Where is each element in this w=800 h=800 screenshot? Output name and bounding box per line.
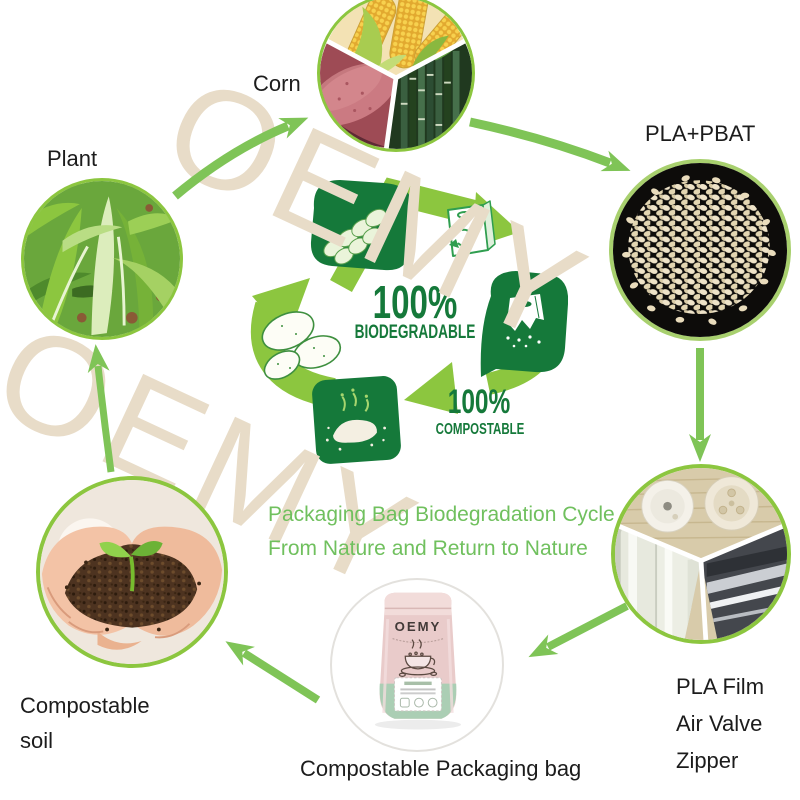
pellets-label: PLA+PBAT	[645, 121, 756, 146]
badge2-value: 100%	[448, 383, 511, 421]
film-label-line1: PLA Film	[676, 674, 765, 699]
soil-photo	[40, 480, 224, 664]
pouch-label	[394, 677, 442, 712]
plant-label: Plant	[47, 146, 98, 171]
pellets-photo-circle	[609, 159, 791, 341]
arrow-film-to-bag	[528, 602, 629, 658]
caption-line1: Packaging Bag Biodegradation Cycle	[268, 503, 615, 526]
arrow-bag-to-soil	[225, 641, 321, 704]
paper-bag-illustration	[447, 200, 496, 257]
film-label-line3: Zipper	[676, 748, 739, 773]
pouch-photo-circle: OEMY	[330, 578, 504, 752]
cycle-arrows	[250, 177, 567, 414]
film-label-line2: Air Valve	[676, 711, 763, 736]
corn-photo	[320, 0, 472, 149]
badge2-label: COMPOSTABLE	[436, 419, 525, 437]
soil-label: Compostable soil	[20, 688, 150, 758]
soil-photo-circle	[36, 476, 228, 668]
recycle-cycle-graphic: 100% BIODEGRADABLE 100% COMPOSTABLE	[250, 177, 568, 464]
arrow-corn-to-pellets	[469, 117, 631, 172]
film-photo-circle	[611, 464, 791, 644]
soil-label-line2: soil	[20, 728, 54, 753]
sprout-illustration	[99, 541, 163, 592]
coffee-cup-illustration	[398, 639, 438, 677]
pouch-photo: OEMY	[374, 592, 461, 730]
film-photo	[615, 468, 787, 640]
air-valves	[641, 476, 759, 533]
pouch-brand-text: OEMY	[395, 619, 442, 634]
badge1-label: BIODEGRADABLE	[355, 321, 476, 343]
pellets-photo	[613, 163, 787, 337]
cycle-badges: 100% BIODEGRADABLE 100% COMPOSTABLE	[355, 278, 525, 438]
standup-pouch: OEMY	[379, 592, 457, 719]
corn-label: Corn	[253, 71, 301, 96]
badge1-value: 100%	[373, 278, 458, 328]
degrading-bag-tile	[480, 271, 568, 377]
corn-cobs-tile	[310, 180, 414, 271]
plant-photo	[24, 181, 180, 337]
caption-line2: From Nature and Return to Nature	[268, 537, 588, 560]
bag-label: Compostable Packaging bag	[300, 756, 582, 781]
film-label: PLA Film Air Valve Zipper	[676, 668, 764, 779]
zipper-strips	[706, 546, 787, 623]
recycle-icon	[449, 228, 473, 248]
potatoes-illustration	[261, 311, 342, 380]
compost-powder-tile	[312, 376, 401, 464]
corn-photo-circle	[317, 0, 475, 152]
soil-label-line1: Compostable	[20, 693, 150, 718]
plant-photo-circle	[21, 178, 183, 340]
